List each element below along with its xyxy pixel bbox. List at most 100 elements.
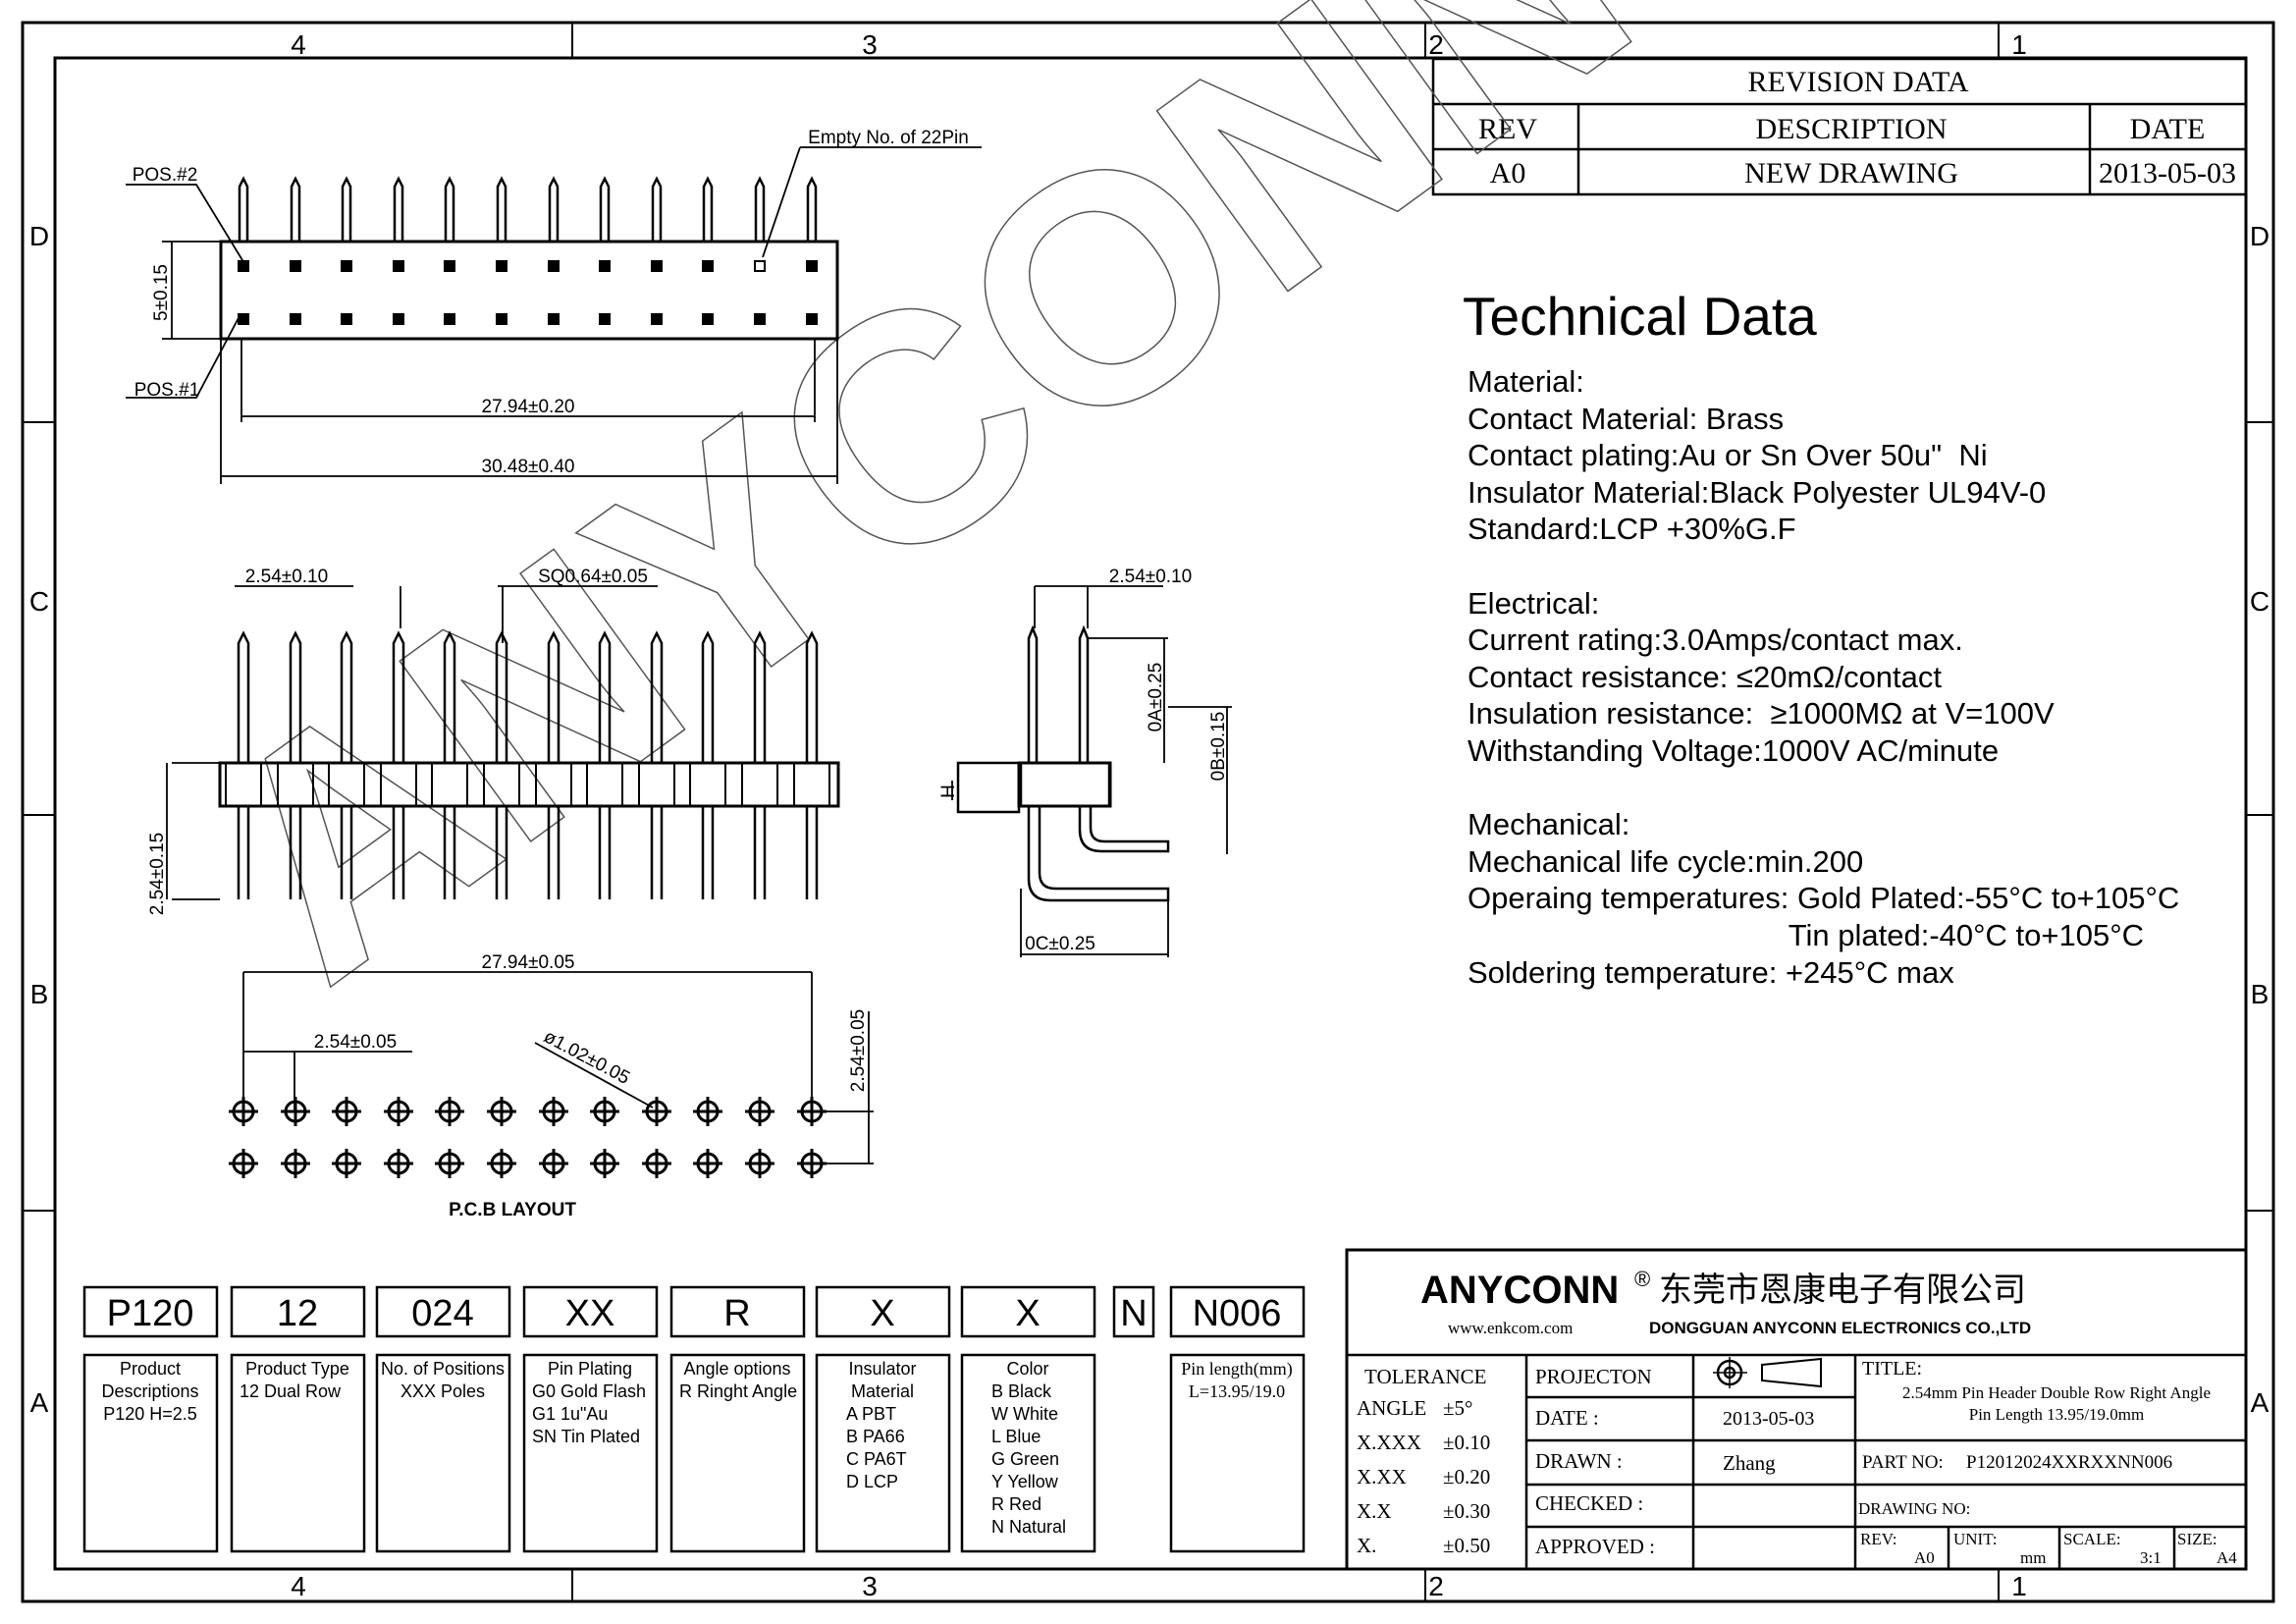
front-height-dim: 2.54±0.15 (147, 833, 168, 915)
pcb-hole (485, 1147, 518, 1180)
dim-inner-top: 27.94±0.20 (482, 397, 575, 417)
dim-a: 0A±0.25 (1146, 663, 1166, 732)
drawing-frame (21, 21, 2275, 1603)
pcb-hole (588, 1147, 621, 1180)
pcb-hole (279, 1147, 312, 1180)
pcb-hole (743, 1095, 776, 1128)
technical-line (1468, 770, 2179, 807)
tolerance-label: X.XX (1357, 1465, 1407, 1489)
code-desc-line: N Natural (991, 1517, 1066, 1537)
code-desc-line: No. of Positions (381, 1359, 505, 1379)
pcb-hole (227, 1095, 260, 1128)
date-label: DATE : (1535, 1406, 1599, 1430)
revision-description: NEW DRAWING (1744, 157, 1958, 189)
company-chinese: 东莞市恩康电子有限公司 (1659, 1271, 2026, 1310)
technical-line: Mechanical life cycle:min.200 (1468, 843, 1864, 879)
technical-line: Current rating:3.0Amps/contact max. (1468, 623, 1963, 658)
front-pin (277, 630, 314, 899)
tolerance-value: ±0.10 (1443, 1431, 1490, 1454)
technical-line: Electrical: (1468, 585, 1600, 621)
pcb-row-dim: 2.54±0.05 (848, 1009, 869, 1092)
row-right-C: C (2250, 586, 2269, 617)
pcb-hole (795, 1147, 828, 1180)
top-pin (238, 176, 249, 325)
code-desc-line: Pin length(mm) (1181, 1359, 1293, 1380)
rev-value: A0 (1914, 1548, 1935, 1567)
zone-bottom-4: 4 (291, 1571, 306, 1601)
revision-rev: A0 (1490, 157, 1526, 189)
scale-value: 3:1 (2140, 1548, 2162, 1567)
drawn-label: DRAWN : (1535, 1449, 1623, 1473)
size-value: A4 (2216, 1548, 2237, 1567)
row-left-C: C (29, 586, 49, 617)
code-desc-line: Pin Plating (548, 1359, 632, 1379)
pin-size-dim: SQ0.64±0.05 (538, 567, 648, 587)
zone-top-4: 4 (291, 29, 306, 60)
code-desc-line: L=13.95/19.0 (1189, 1381, 1285, 1401)
tolerance-label: X.XXX (1357, 1431, 1421, 1454)
title-label: TITLE: (1862, 1358, 1922, 1380)
pcb-hole (691, 1147, 724, 1180)
empty-pin-note: Empty No. of 22Pin (808, 128, 969, 148)
code-box-n: N (1120, 1293, 1147, 1334)
registered-mark: ® (1634, 1267, 1650, 1291)
code-desc-line: L Blue (991, 1427, 1041, 1446)
code-box-angle: R (723, 1293, 750, 1334)
size-label: SIZE: (2177, 1530, 2217, 1548)
code-desc-line: G Green (991, 1449, 1059, 1469)
technical-title: Technical Data (1463, 286, 1817, 347)
tolerance-title: TOLERANCE (1364, 1365, 1486, 1388)
tolerance-value: ±5° (1443, 1396, 1472, 1420)
row-right-A: A (2251, 1387, 2269, 1418)
revision-title: REVISION DATA (1747, 66, 1968, 98)
code-box-plating: XX (565, 1293, 615, 1334)
pcb-hole-dim: ø1.02±0.05 (540, 1026, 633, 1089)
side-pitch-dim: 2.54±0.10 (1109, 567, 1192, 587)
code-desc-line: G0 Gold Flash (532, 1381, 646, 1401)
zone-bottom-3: 3 (862, 1571, 878, 1601)
part-code: P120 12 024 XX R X X N N006 ProductDescr… (82, 1285, 1306, 1553)
dim-outer-top: 30.48±0.40 (482, 457, 575, 477)
top-view (126, 146, 982, 484)
scale-label: SCALE: (2063, 1530, 2121, 1548)
pcb-hole (433, 1147, 466, 1180)
tolerance-label: X. (1357, 1534, 1376, 1557)
technical-line: Standard:LCP +30%G.F (1468, 512, 1796, 547)
zone-top-3: 3 (862, 29, 878, 60)
zone-bottom-1: 1 (2011, 1571, 2027, 1601)
watermark-text: ANYCONN (151, 0, 1689, 1048)
code-box-type: 12 (277, 1293, 318, 1334)
title-line-1: 2.54mm Pin Header Double Row Right Angle (1902, 1383, 2211, 1402)
pcb-hole (588, 1095, 621, 1128)
code-desc-line: B Black (991, 1381, 1052, 1401)
dim-c: 0C±0.25 (1025, 934, 1095, 954)
code-desc-line: W White (991, 1404, 1058, 1424)
pcb-hole (382, 1095, 415, 1128)
watermark: ANYCONN (151, 0, 1690, 1048)
title-block (1345, 1248, 2248, 1571)
tolerance-label: ANGLE (1357, 1396, 1426, 1420)
top-pin (444, 176, 455, 325)
code-box-length: N006 (1193, 1293, 1282, 1334)
revision-header-date: DATE (2130, 113, 2206, 145)
front-pin (586, 630, 623, 899)
front-pitch-dim: 2.54±0.10 (245, 567, 328, 587)
approved-label: APPROVED : (1535, 1535, 1655, 1558)
code-desc-line: Descriptions (101, 1381, 198, 1401)
row-left-A: A (30, 1387, 49, 1418)
company-logo: ANYCONN (1420, 1269, 1619, 1312)
technical-line: Insulation resistance: ≥1000MΩ at V=100V (1468, 696, 2055, 731)
code-desc-line: SN Tin Plated (532, 1427, 640, 1446)
code-desc-line: D LCP (846, 1472, 898, 1491)
code-desc-line: Color (1006, 1359, 1048, 1379)
revision-date: 2013-05-03 (2099, 157, 2236, 189)
top-pin (496, 176, 507, 325)
code-box-product: P120 (107, 1293, 194, 1334)
pcb-hole (537, 1095, 570, 1128)
code-desc-line: Y Yellow (991, 1472, 1059, 1491)
technical-line: Operaing temperatures: Gold Plated:-55°C… (1468, 881, 2180, 916)
tolerance-value: ±0.20 (1443, 1465, 1490, 1489)
technical-line: Withstanding Voltage:1000V AC/minute (1468, 732, 2000, 768)
unit-label: UNIT: (1953, 1530, 1997, 1548)
